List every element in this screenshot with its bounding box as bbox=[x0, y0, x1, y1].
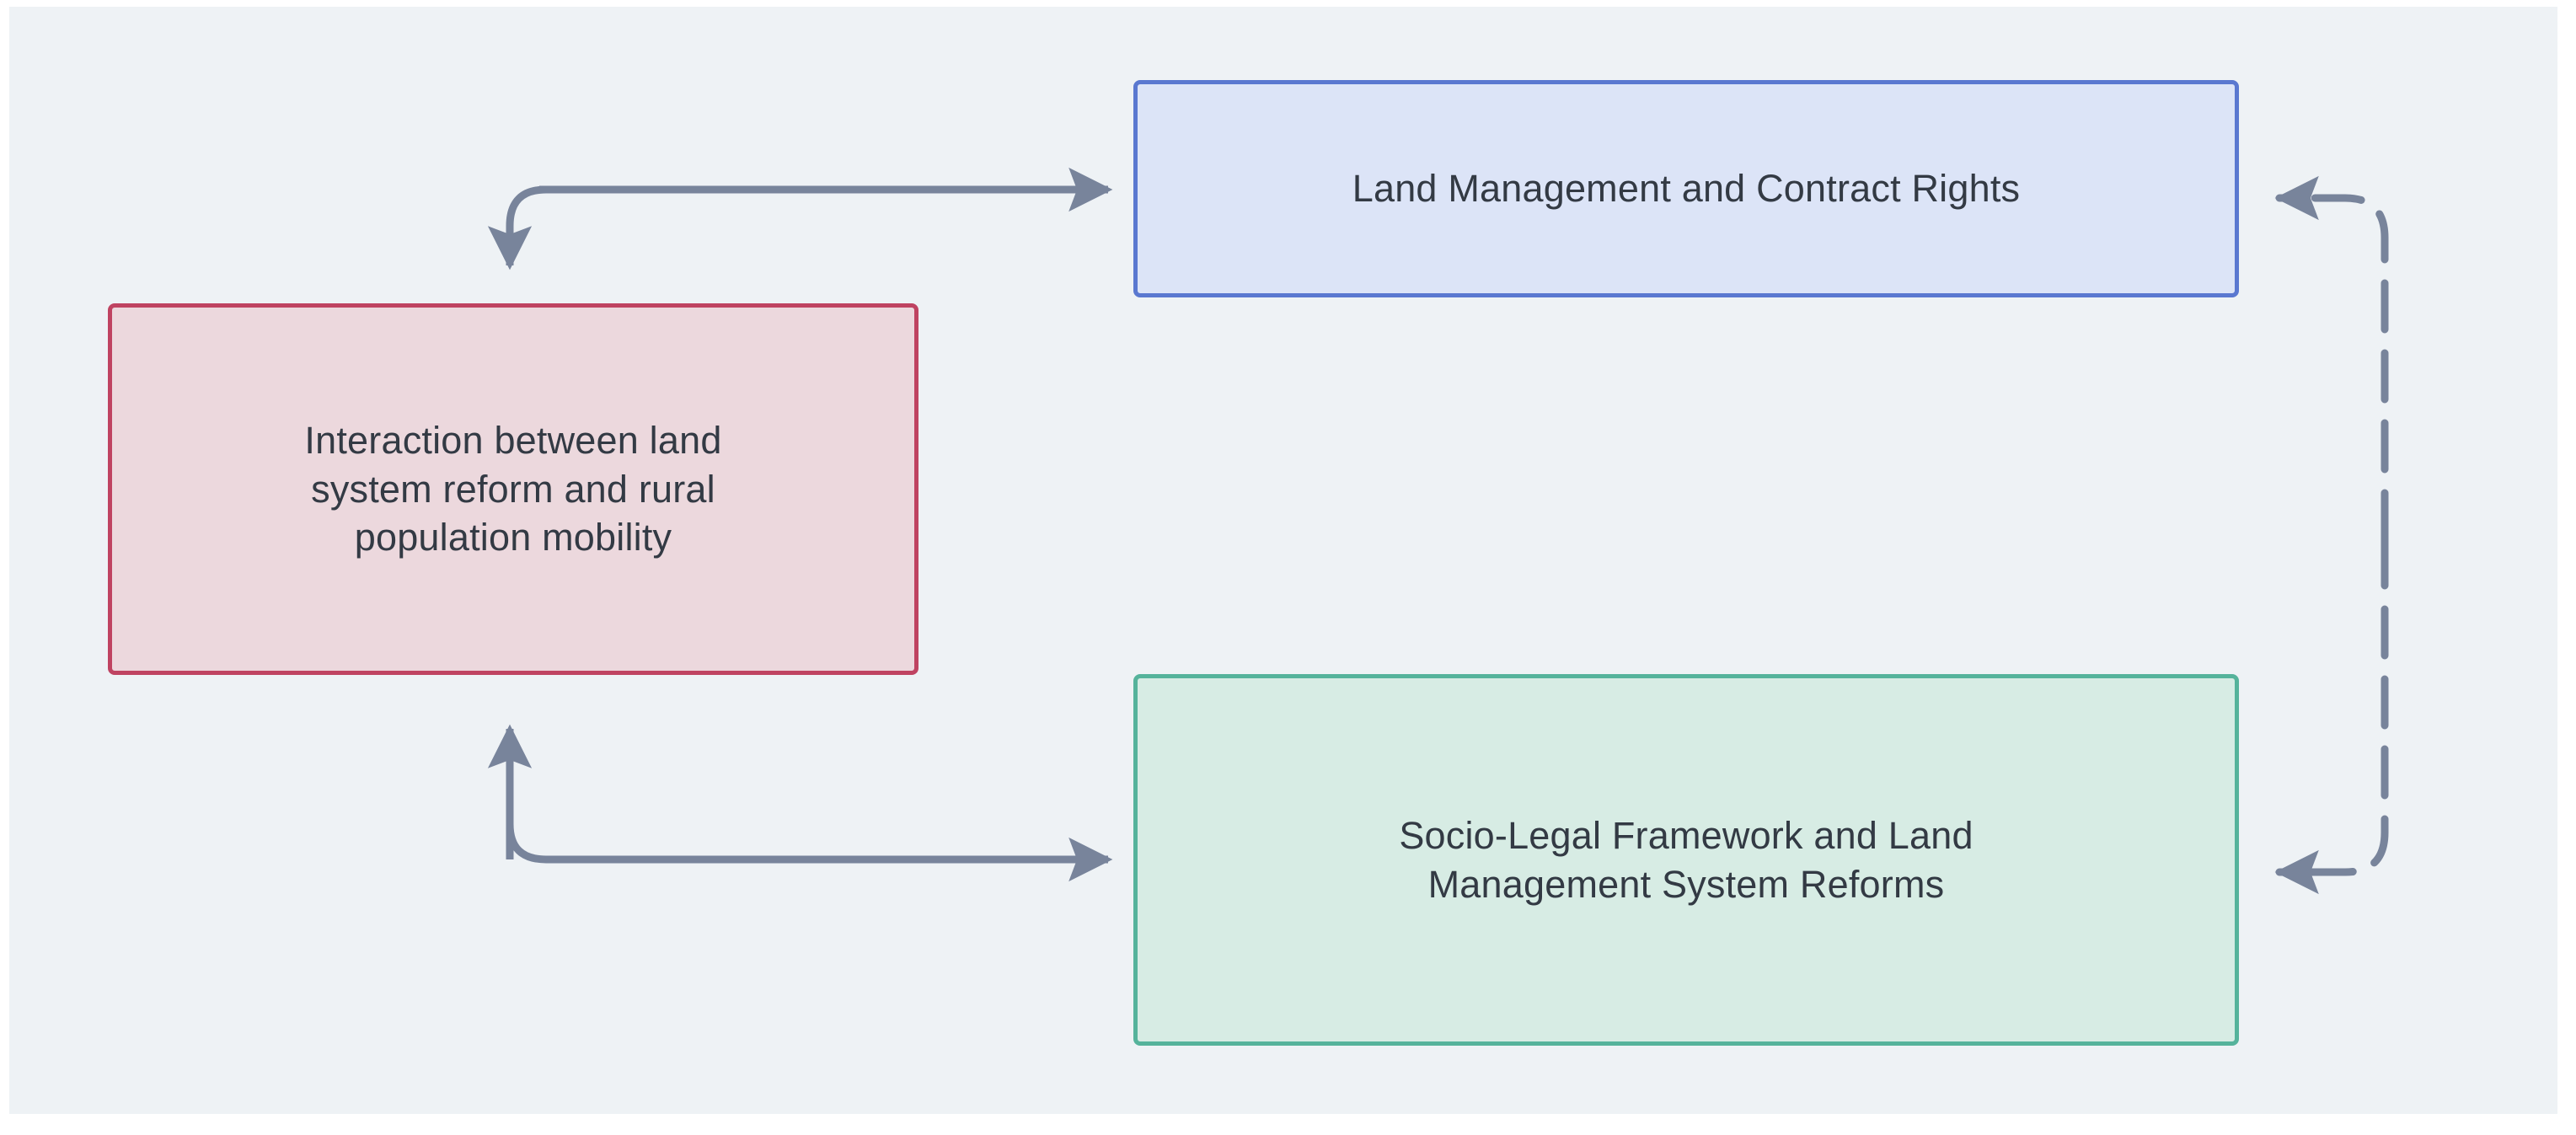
node-interaction[interactable]: Interaction between land system reform a… bbox=[108, 303, 918, 675]
edge-interaction-to-socio-legal bbox=[506, 809, 1113, 882]
node-socio-legal-label: Socio-Legal Framework and Land Managemen… bbox=[1399, 813, 1974, 906]
edge-dashed-link-top bbox=[2274, 175, 2389, 543]
node-land-management-label: Land Management and Contract Rights bbox=[1352, 167, 2021, 211]
node-interaction-label: Interaction between land system reform a… bbox=[304, 419, 722, 559]
edge-down-into-interaction bbox=[487, 185, 590, 270]
node-socio-legal[interactable]: Socio-Legal Framework and Land Managemen… bbox=[1133, 674, 2239, 1046]
edge-group-bottom-left bbox=[487, 724, 1113, 882]
edge-dashed-link-bottom bbox=[2274, 535, 2389, 895]
node-land-management[interactable]: Land Management and Contract Rights bbox=[1133, 80, 2239, 297]
edge-group-top-left bbox=[487, 167, 1113, 270]
edge-group-right-dashed bbox=[2274, 175, 2389, 895]
